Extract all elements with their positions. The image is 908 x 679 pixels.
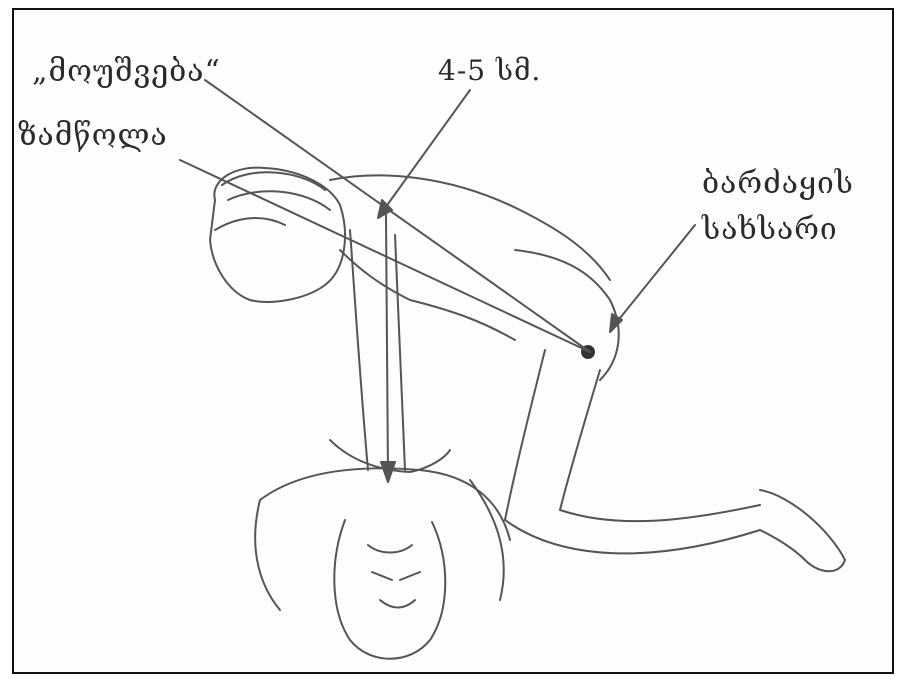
depth-arrow-shaft — [380, 90, 470, 215]
lever-label: ზამწოლა — [18, 118, 168, 153]
rescuer-foot — [760, 490, 845, 571]
hip-label-line1: ბარძაყის — [702, 166, 854, 201]
lever-pointer — [180, 160, 590, 352]
patient-head — [334, 520, 445, 659]
compression-arrow-head — [381, 462, 395, 482]
rescuer-chest — [340, 250, 515, 340]
hip-pointer — [612, 225, 695, 328]
shoulder-label: „მოუშვება“ — [32, 54, 221, 89]
rescuer-head — [210, 168, 345, 302]
rescuer-thigh — [505, 350, 600, 520]
hip-label-line2: სახსარი — [702, 212, 838, 247]
rescuer-arm-right — [395, 235, 405, 470]
patient-body — [260, 468, 510, 540]
compression-vector — [386, 215, 388, 478]
patient-face — [368, 545, 420, 608]
patient-arm-left — [255, 500, 280, 610]
depth-label: 4-5 სმ. — [438, 54, 541, 87]
rescuer-shin — [505, 505, 760, 553]
